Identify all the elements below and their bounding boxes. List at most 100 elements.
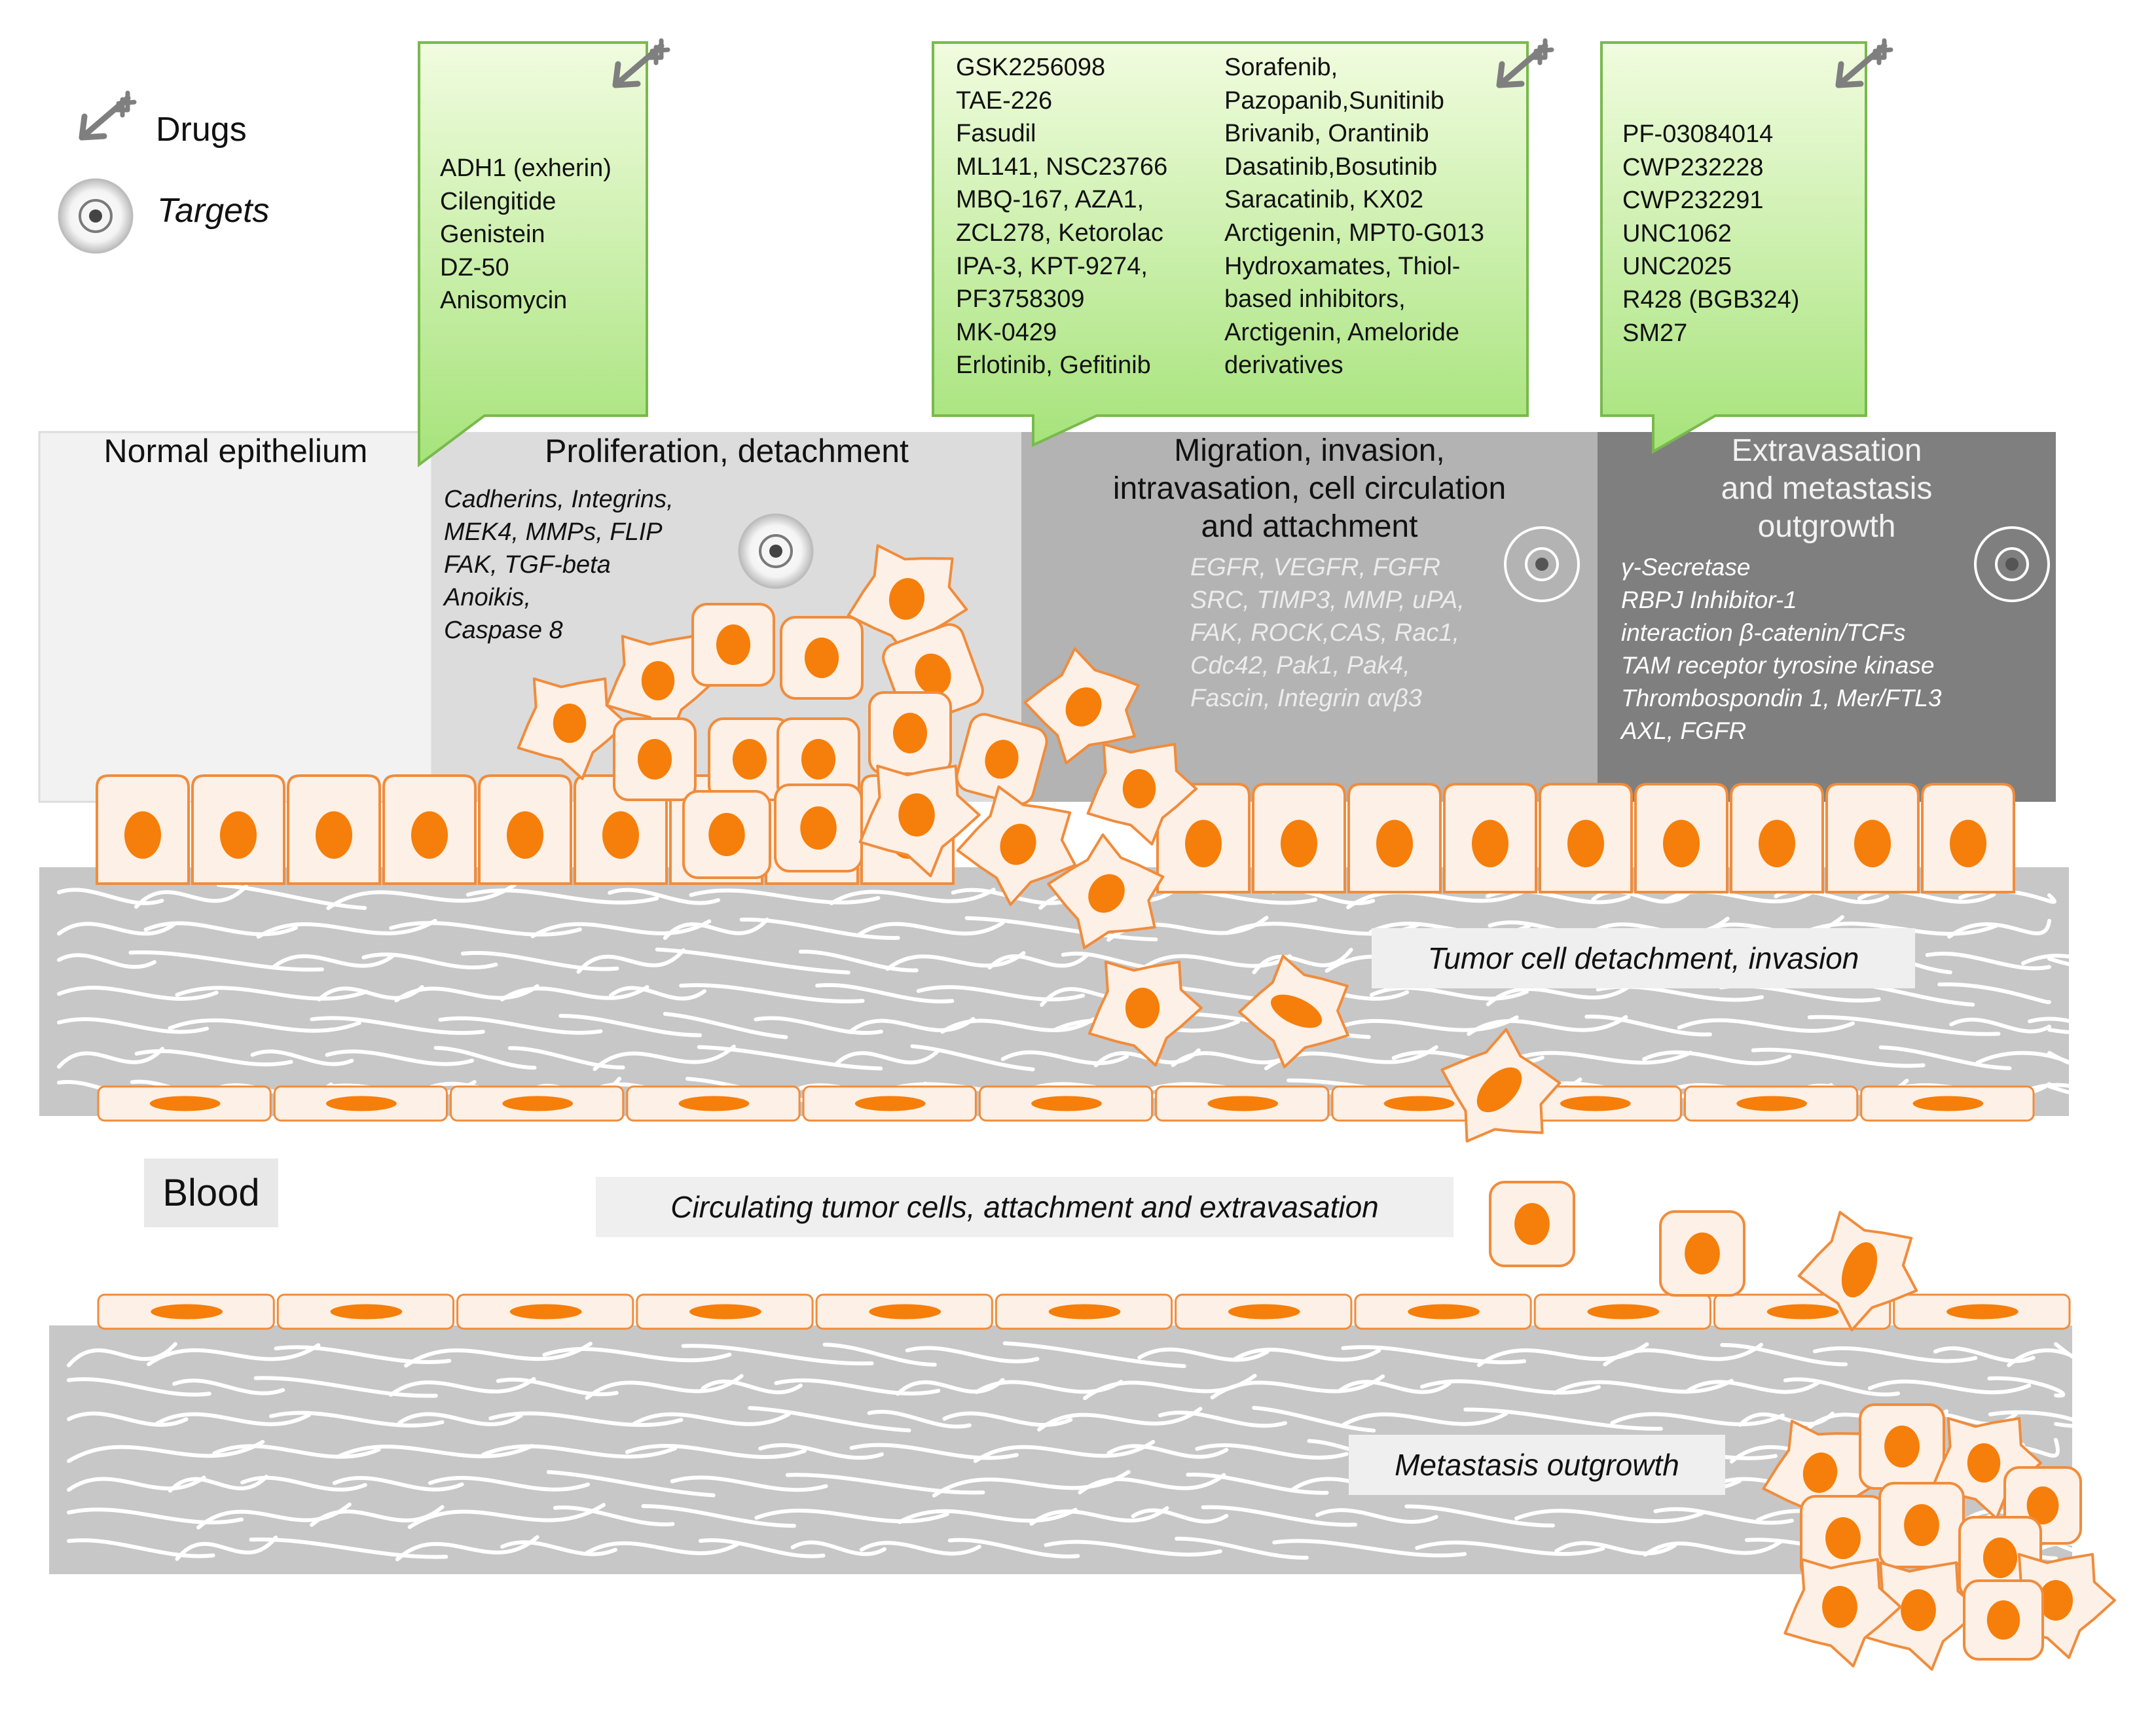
cell-nucleus [1986,1600,2020,1640]
collagen-fiber [438,1016,603,1035]
tumor-cell [1023,647,1140,765]
collagen-fiber [397,1412,523,1426]
collagen-fiber [335,1444,534,1459]
cell-nucleus [1685,1232,1720,1274]
tumor-cell [1086,743,1197,846]
tumor-cell [1238,954,1349,1069]
collagen-fiber [1662,890,1816,904]
collagen-fiber [67,1411,189,1427]
collagen-fiber [407,1503,606,1529]
tumor-cell [1047,833,1165,950]
caption-invasion: Tumor cell detachment, invasion [1372,928,1915,988]
cell-nucleus [1122,769,1156,808]
cell-nucleus [800,806,837,850]
collagen-fiber [168,1018,361,1033]
collagen-fiber [1137,1347,1270,1362]
drug-callout-proliferation [418,38,670,467]
collagen-fiber [361,952,498,970]
collagen-fiber [1000,1050,1129,1066]
collagen-fiber [67,1475,206,1492]
collagen-fiber [1643,1539,1783,1557]
collagen-fiber [822,1342,937,1367]
collagen-fiber [754,1508,949,1524]
drug-item: TAE-226 [956,86,1053,115]
tumor-cell [1088,960,1203,1067]
drug-item: ZCL278, Ketorolac [956,219,1163,247]
collagen-fiber [57,922,177,936]
collagen-fiber [641,1504,797,1528]
tumor-cell [1862,1561,1981,1671]
collagen-fiber [1642,1050,1792,1066]
drug-item: Genistein [440,221,545,249]
collagen-fiber [269,1411,445,1428]
drug-arrow-icon [612,38,670,88]
collagen-fiber [790,1540,886,1556]
collagen-fiber [1029,1506,1169,1526]
target-item: Thrombospondin 1, Mer/FTL3 [1621,685,1942,711]
collagen-fiber [67,1377,211,1397]
collagen-fiber [987,952,1090,970]
collagen-fiber [1342,1411,1508,1427]
collagen-fiber [829,888,996,905]
collagen-fiber [1514,1509,1704,1524]
collagen-fiber [1937,982,2051,1005]
collagen-fiber [1653,1507,1794,1525]
collagen-fiber [240,1475,367,1492]
legend-targets-label: Targets [157,192,270,230]
cell-nucleus [1841,1242,1878,1298]
collagen-fiber [1751,1047,1926,1068]
cell-nucleus [326,1096,397,1111]
collagen-fiber [608,888,720,905]
cell-nucleus [801,739,836,780]
cell-nucleus [1950,819,1986,868]
cell-nucleus [509,1304,582,1320]
collagen-fiber [897,1507,1078,1524]
collagen-fiber [1106,1444,1229,1459]
collagen-fiber [57,1017,210,1034]
cell-nucleus [915,653,951,695]
drug-item: UNC2025 [1622,253,1732,281]
cell-nucleus [1946,1304,2019,1320]
collagen-fiber [530,919,712,939]
collagen-fiber [625,1444,807,1459]
stage-title: Normal epithelium [103,433,368,469]
collagen-fiber [1419,1379,1601,1395]
collagen-fiber [507,1046,625,1070]
cell-nucleus [1281,819,1317,868]
drug-item: DZ-50 [440,253,509,281]
tumor-cell [774,783,863,872]
drug-item: Pazopanib,Sunitinib [1224,86,1444,115]
cell-nucleus [1472,819,1508,868]
drug-item: SM27 [1622,319,1688,347]
collagen-fiber [1677,1018,1855,1033]
target-icon [1974,526,2050,602]
drug-arrow-icon [1835,38,1893,88]
drug-arrow-icon [1496,38,1554,88]
drug-item: MBQ-167, AZA1, [956,186,1144,214]
panel-extravasation [1598,432,2056,802]
cell-nucleus [1228,1304,1300,1320]
tumor-cell [1659,1210,1745,1297]
collagen-fiber [585,1541,740,1555]
cell-nucleus [151,1304,223,1320]
collagen-fiber [701,1379,803,1395]
cell-nucleus [888,578,925,620]
collagen-fiber [134,884,248,909]
collagen-fiber [1175,1536,1309,1560]
collagen-fiber [57,1047,165,1069]
tumor-cell [955,713,1048,806]
collagen-fiber [1552,1378,1734,1395]
collagen-fiber [1404,1504,1555,1528]
collagen-fiber [859,1541,981,1556]
cell-nucleus [1476,1067,1522,1113]
drug-item: Brivanib, Orantinib [1224,120,1429,148]
collagen-fiber [833,1049,940,1067]
collagen-fiber [546,1470,716,1498]
cell-nucleus [1185,819,1222,868]
cell-nucleus [602,811,639,859]
tumor-cell [1489,1181,1575,1267]
upper-endothelium [97,1085,2035,1122]
cell-nucleus [985,740,1019,779]
cell-nucleus [330,1304,403,1320]
collagen-fiber [896,1378,1005,1396]
